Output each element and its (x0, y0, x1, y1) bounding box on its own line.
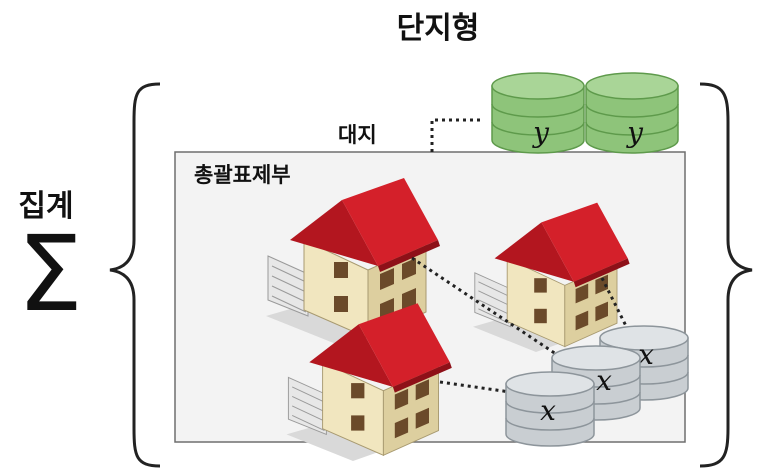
left-brace (109, 82, 161, 468)
diagram-title: 단지형 (397, 11, 480, 46)
land-db-variable-2: y (625, 116, 644, 149)
building-db-variable-back: x (638, 338, 654, 371)
sigma-symbol: Σ (17, 213, 83, 335)
land-label: 대지 (338, 123, 377, 147)
land-db-variable-1: y (531, 116, 550, 149)
building-db-variable-middle: x (596, 364, 612, 397)
land-connector (430, 118, 484, 152)
building-db-variable-front: x (540, 394, 556, 427)
house-connector-3 (439, 380, 511, 394)
aggregate-label: 집계 (18, 189, 73, 224)
right-brace (699, 82, 753, 468)
house-connector-1 (411, 256, 569, 364)
general-register-label: 총괄표제부 (194, 163, 291, 187)
